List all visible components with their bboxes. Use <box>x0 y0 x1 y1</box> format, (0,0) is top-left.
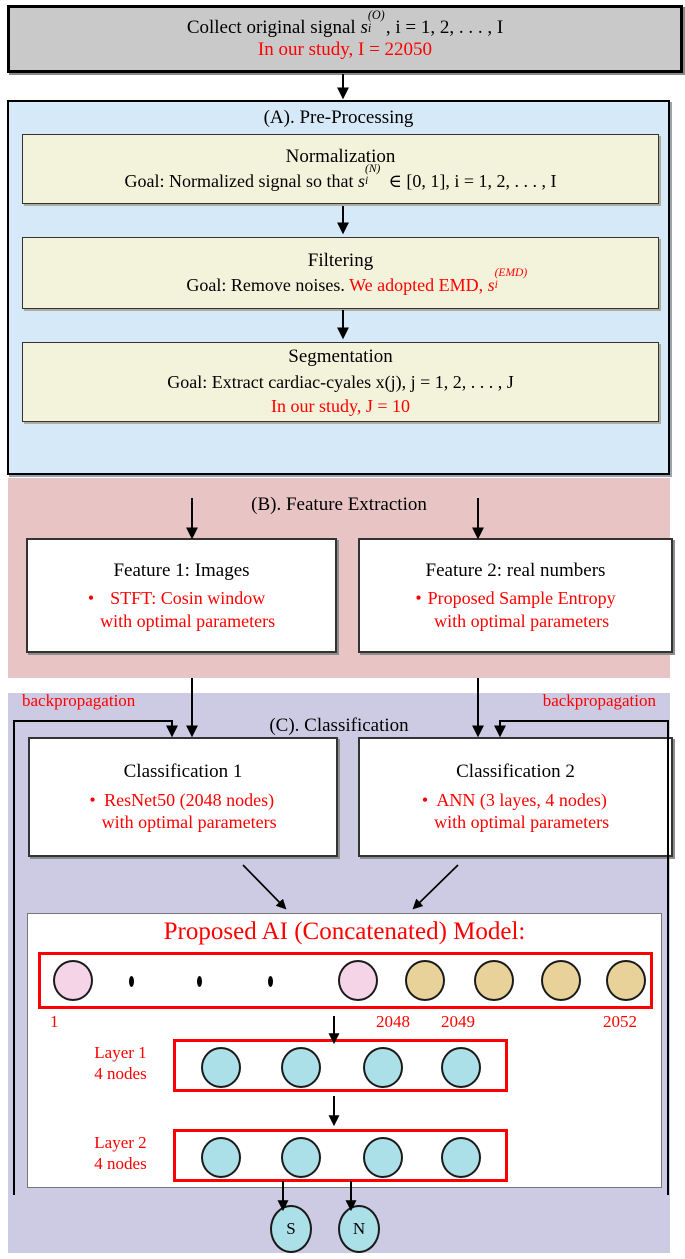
classification-1-heading: Classification 1 <box>123 761 243 783</box>
ellipsis-dot-2 <box>197 976 202 987</box>
classification-1-bullet-line2: with optimal parameters <box>101 812 277 833</box>
segmentation-box: Segmentation Goal: Extract cardiac-cyale… <box>22 342 659 422</box>
bullet-icon: • <box>415 588 422 609</box>
collect-line1-post: , i = 1, 2, . . . , I <box>385 16 504 38</box>
layer-1-label-line1: Layer 1 <box>94 1043 147 1062</box>
normalization-goal-post: ∈ [0, 1], i = 1, 2, . . . , I <box>384 171 557 192</box>
collect-signal-line1: Collect original signal s(O)i, i = 1, 2,… <box>186 8 504 38</box>
layer-1-node-1 <box>201 1047 241 1088</box>
classification-2-bullet-line1: ANN (3 layes, 4 nodes) <box>436 789 607 810</box>
proposed-ai-model-panel: Proposed AI (Concatenated) Model: 1 2048… <box>27 913 662 1188</box>
normalization-goal: Goal: Normalized signal so that s(N)i ∈ … <box>124 163 557 192</box>
classification-2-box: Classification 2 • ANN (3 layes, 4 nodes… <box>358 737 673 857</box>
filtering-box: Filtering Goal: Remove noises. We adopte… <box>22 237 659 309</box>
collect-sup: (O) <box>367 8 385 23</box>
filtering-goal-red: We adopted EMD, <box>349 275 488 296</box>
layer-2-label: Layer 2 4 nodes <box>73 1132 168 1175</box>
backpropagation-label-left: backpropagation <box>22 691 136 710</box>
concat-index-1: 1 <box>50 1012 59 1031</box>
filtering-goal: Goal: Remove noises. We adopted EMD, s(E… <box>186 267 528 296</box>
classification-2-bullet: • ANN (3 layes, 4 nodes) with optimal pa… <box>422 789 609 834</box>
section-b-feature-extraction: (B). Feature Extraction Feature 1: Image… <box>8 478 673 678</box>
classification-1-bullet: • ResNet50 (2048 nodes) with optimal par… <box>89 789 276 834</box>
filtering-sub: i <box>494 279 498 292</box>
layer-1-label: Layer 1 4 nodes <box>73 1042 168 1085</box>
classification-2-bullet-line2: with optimal parameters <box>434 812 610 833</box>
feature-1-box: Feature 1: Images • STFT: Cosin window w… <box>26 538 337 653</box>
collect-signal-line2: In our study, I = 22050 <box>257 38 433 60</box>
bullet-icon: • <box>89 789 96 810</box>
concat-index-2052: 2052 <box>603 1012 637 1031</box>
filtering-goal-black: Goal: Remove noises. <box>186 275 350 296</box>
classification-2-heading: Classification 2 <box>456 761 575 783</box>
collect-signal-box: Collect original signal s(O)i, i = 1, 2,… <box>7 5 683 73</box>
feature-1-bullet-line2: with optimal parameters <box>100 610 276 631</box>
layer-1-node-2 <box>281 1047 321 1088</box>
section-c-classification: (C). Classification backpropagation back… <box>8 691 673 1253</box>
segmentation-note: In our study, J = 10 <box>271 396 410 417</box>
layer-2-node-3 <box>363 1137 403 1178</box>
ellipsis-dot-3 <box>268 976 273 987</box>
concat-node-2052 <box>606 960 646 1001</box>
layer-2-node-1 <box>201 1137 241 1178</box>
feature-1-heading: Feature 1: Images <box>113 559 250 581</box>
section-c-title: (C). Classification <box>269 715 409 736</box>
ellipsis-dot-1 <box>129 976 134 987</box>
section-a-title: (A). Pre-Processing <box>263 107 414 128</box>
concat-node-2048 <box>338 960 378 1001</box>
collect-line1-pre: Collect original signal <box>186 16 361 38</box>
layer-2-node-4 <box>441 1137 481 1178</box>
output-node-s: S <box>270 1205 312 1253</box>
segmentation-goal: Goal: Extract cardiac-cyales x(j), j = 1… <box>167 372 514 393</box>
concat-index-2049: 2049 <box>441 1012 475 1031</box>
filtering-sup: (EMD) <box>494 267 528 280</box>
output-node-n: N <box>338 1205 380 1253</box>
feature-1-bullet: • STFT: Cosin window with optimal parame… <box>88 587 275 632</box>
normalization-sub: i <box>365 175 369 188</box>
section-a-preprocessing: (A). Pre-Processing Normalization Goal: … <box>7 100 670 475</box>
classification-1-bullet-line1: ResNet50 (2048 nodes) <box>104 789 275 810</box>
layer-1-label-line2: 4 nodes <box>94 1064 147 1084</box>
normalization-goal-pre: Goal: Normalized signal so that <box>124 171 358 192</box>
ai-model-title: Proposed AI (Concatenated) Model: <box>163 918 526 945</box>
layer-1-node-3 <box>363 1047 403 1088</box>
backpropagation-label-right: backpropagation <box>542 691 656 710</box>
feature-2-bullet-line1: Proposed Sample Entropy <box>427 588 616 609</box>
layer-2-label-line2: 4 nodes <box>94 1154 147 1174</box>
layer-2-label-line1: Layer 2 <box>94 1133 147 1152</box>
concat-node-1 <box>53 960 93 1001</box>
layer-2-node-2 <box>281 1137 321 1178</box>
layer-1-node-4 <box>441 1047 481 1088</box>
layer-2-row <box>173 1129 508 1182</box>
feature-1-bullet-line1: STFT: Cosin window <box>110 588 266 609</box>
classification-1-box: Classification 1 • ResNet50 (2048 nodes)… <box>28 737 338 857</box>
concat-node-2051 <box>541 960 581 1001</box>
normalization-heading: Normalization <box>285 145 396 167</box>
feature-2-box: Feature 2: real numbers • Proposed Sampl… <box>358 538 673 653</box>
bullet-icon: • <box>421 789 429 810</box>
normalization-box: Normalization Goal: Normalized signal so… <box>22 134 659 204</box>
layer-1-row <box>173 1039 508 1092</box>
feature-2-bullet-line2: with optimal parameters <box>434 610 610 631</box>
concat-index-2048: 2048 <box>376 1012 410 1031</box>
feature-2-heading: Feature 2: real numbers <box>425 559 606 581</box>
segmentation-heading: Segmentation <box>288 346 393 368</box>
filtering-heading: Filtering <box>307 249 374 271</box>
bullet-icon: • <box>87 588 95 609</box>
concat-node-2050 <box>474 960 514 1001</box>
feature-2-bullet: • Proposed Sample Entropy with optimal p… <box>415 587 615 632</box>
concat-node-2049 <box>405 960 445 1001</box>
concatenated-layer-row <box>38 952 653 1009</box>
section-b-title: (B). Feature Extraction <box>251 494 427 515</box>
collect-sub: i <box>367 20 372 35</box>
normalization-sup: (N) <box>365 163 381 176</box>
